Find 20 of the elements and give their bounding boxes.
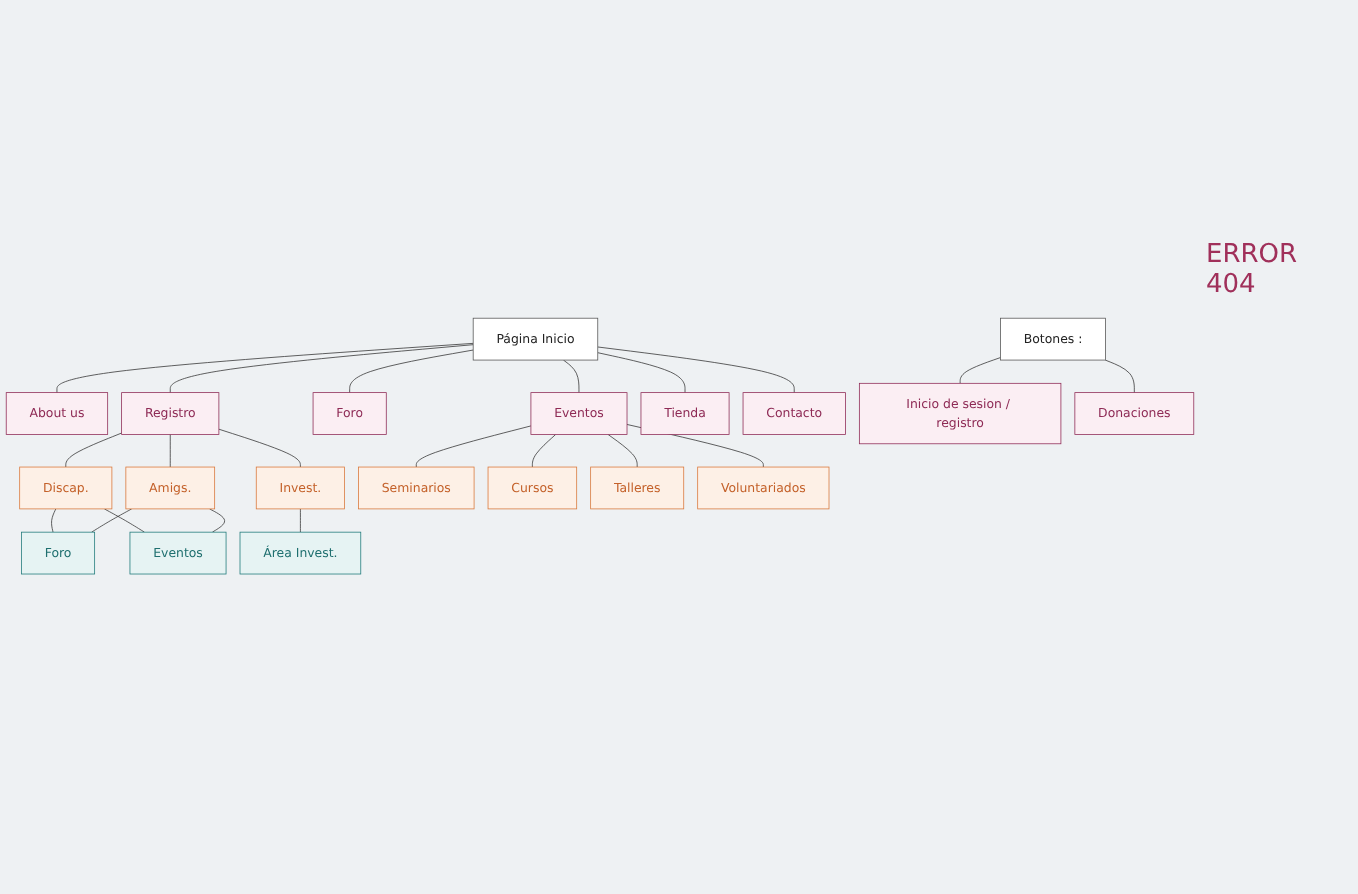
connector [103,509,145,534]
connector [607,434,638,469]
connector [56,343,474,394]
connector [65,433,122,469]
connector [959,358,1001,385]
connector [218,429,301,469]
note-text: ERROR 404 [1206,240,1300,300]
connector [597,353,686,394]
connector [91,509,133,534]
connector [349,350,474,394]
connector [597,347,795,394]
connector [169,434,171,469]
connector [1104,360,1135,394]
connector [415,426,532,469]
connector [51,509,57,534]
connector [300,509,301,534]
connector [563,360,580,394]
connector [531,434,557,469]
connector [169,345,474,394]
connector [209,509,225,534]
